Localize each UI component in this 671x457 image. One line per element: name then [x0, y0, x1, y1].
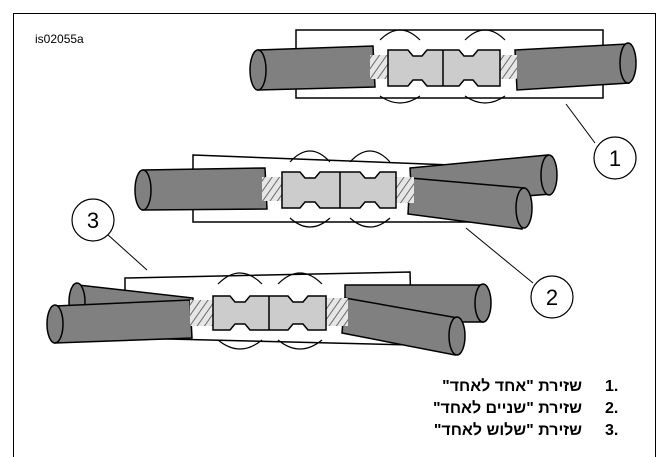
- legend: שזירת "אחד לאחד" 1. שזירת "שניים לאחד" 2…: [370, 378, 640, 444]
- splice-2-strands-left: [262, 177, 284, 201]
- legend-item-1-number: 1.: [605, 378, 619, 395]
- splice-three-to-one: [46, 271, 492, 356]
- legend-item-3-number: 3.: [605, 422, 619, 439]
- splice-one-to-one: [249, 29, 637, 104]
- legend-item-2: שזירת "שניים לאחד" 2.: [370, 400, 640, 422]
- callout-1-number: 1: [609, 146, 621, 171]
- callout-3-number: 3: [87, 208, 99, 233]
- legend-item-2-text: שזירת "שניים לאחד": [432, 400, 582, 417]
- splice-two-to-one: [134, 150, 558, 230]
- callout-2-number: 2: [546, 285, 558, 310]
- legend-item-1: שזירת "אחד לאחד" 1.: [370, 378, 640, 400]
- splice-3-wire-left-bottom: [54, 299, 193, 344]
- splice-1-wire-right: [514, 43, 630, 91]
- splice-1-wire-left: [257, 45, 376, 91]
- splice-1-strands-right: [497, 55, 517, 79]
- figure-id-label: is02055a: [35, 32, 84, 46]
- splice-2-crimp: [281, 171, 397, 209]
- figure-frame: [13, 13, 656, 457]
- callout-2: 2: [465, 227, 574, 319]
- callout-1: 1: [565, 103, 637, 180]
- legend-item-1-text: שזירת "אחד לאחד": [442, 378, 582, 395]
- legend-item-3-text: שזירת "שלוש לאחד": [433, 422, 582, 439]
- callout-3: 3: [71, 198, 148, 271]
- splice-1-crimp: [387, 49, 501, 87]
- splice-1-strands-left: [370, 55, 392, 79]
- splice-2-strands-right: [392, 177, 414, 203]
- splice-2-wire-left: [142, 167, 268, 211]
- legend-item-2-number: 2.: [605, 400, 619, 417]
- legend-item-3: שזירת "שלוש לאחד" 3.: [370, 422, 640, 444]
